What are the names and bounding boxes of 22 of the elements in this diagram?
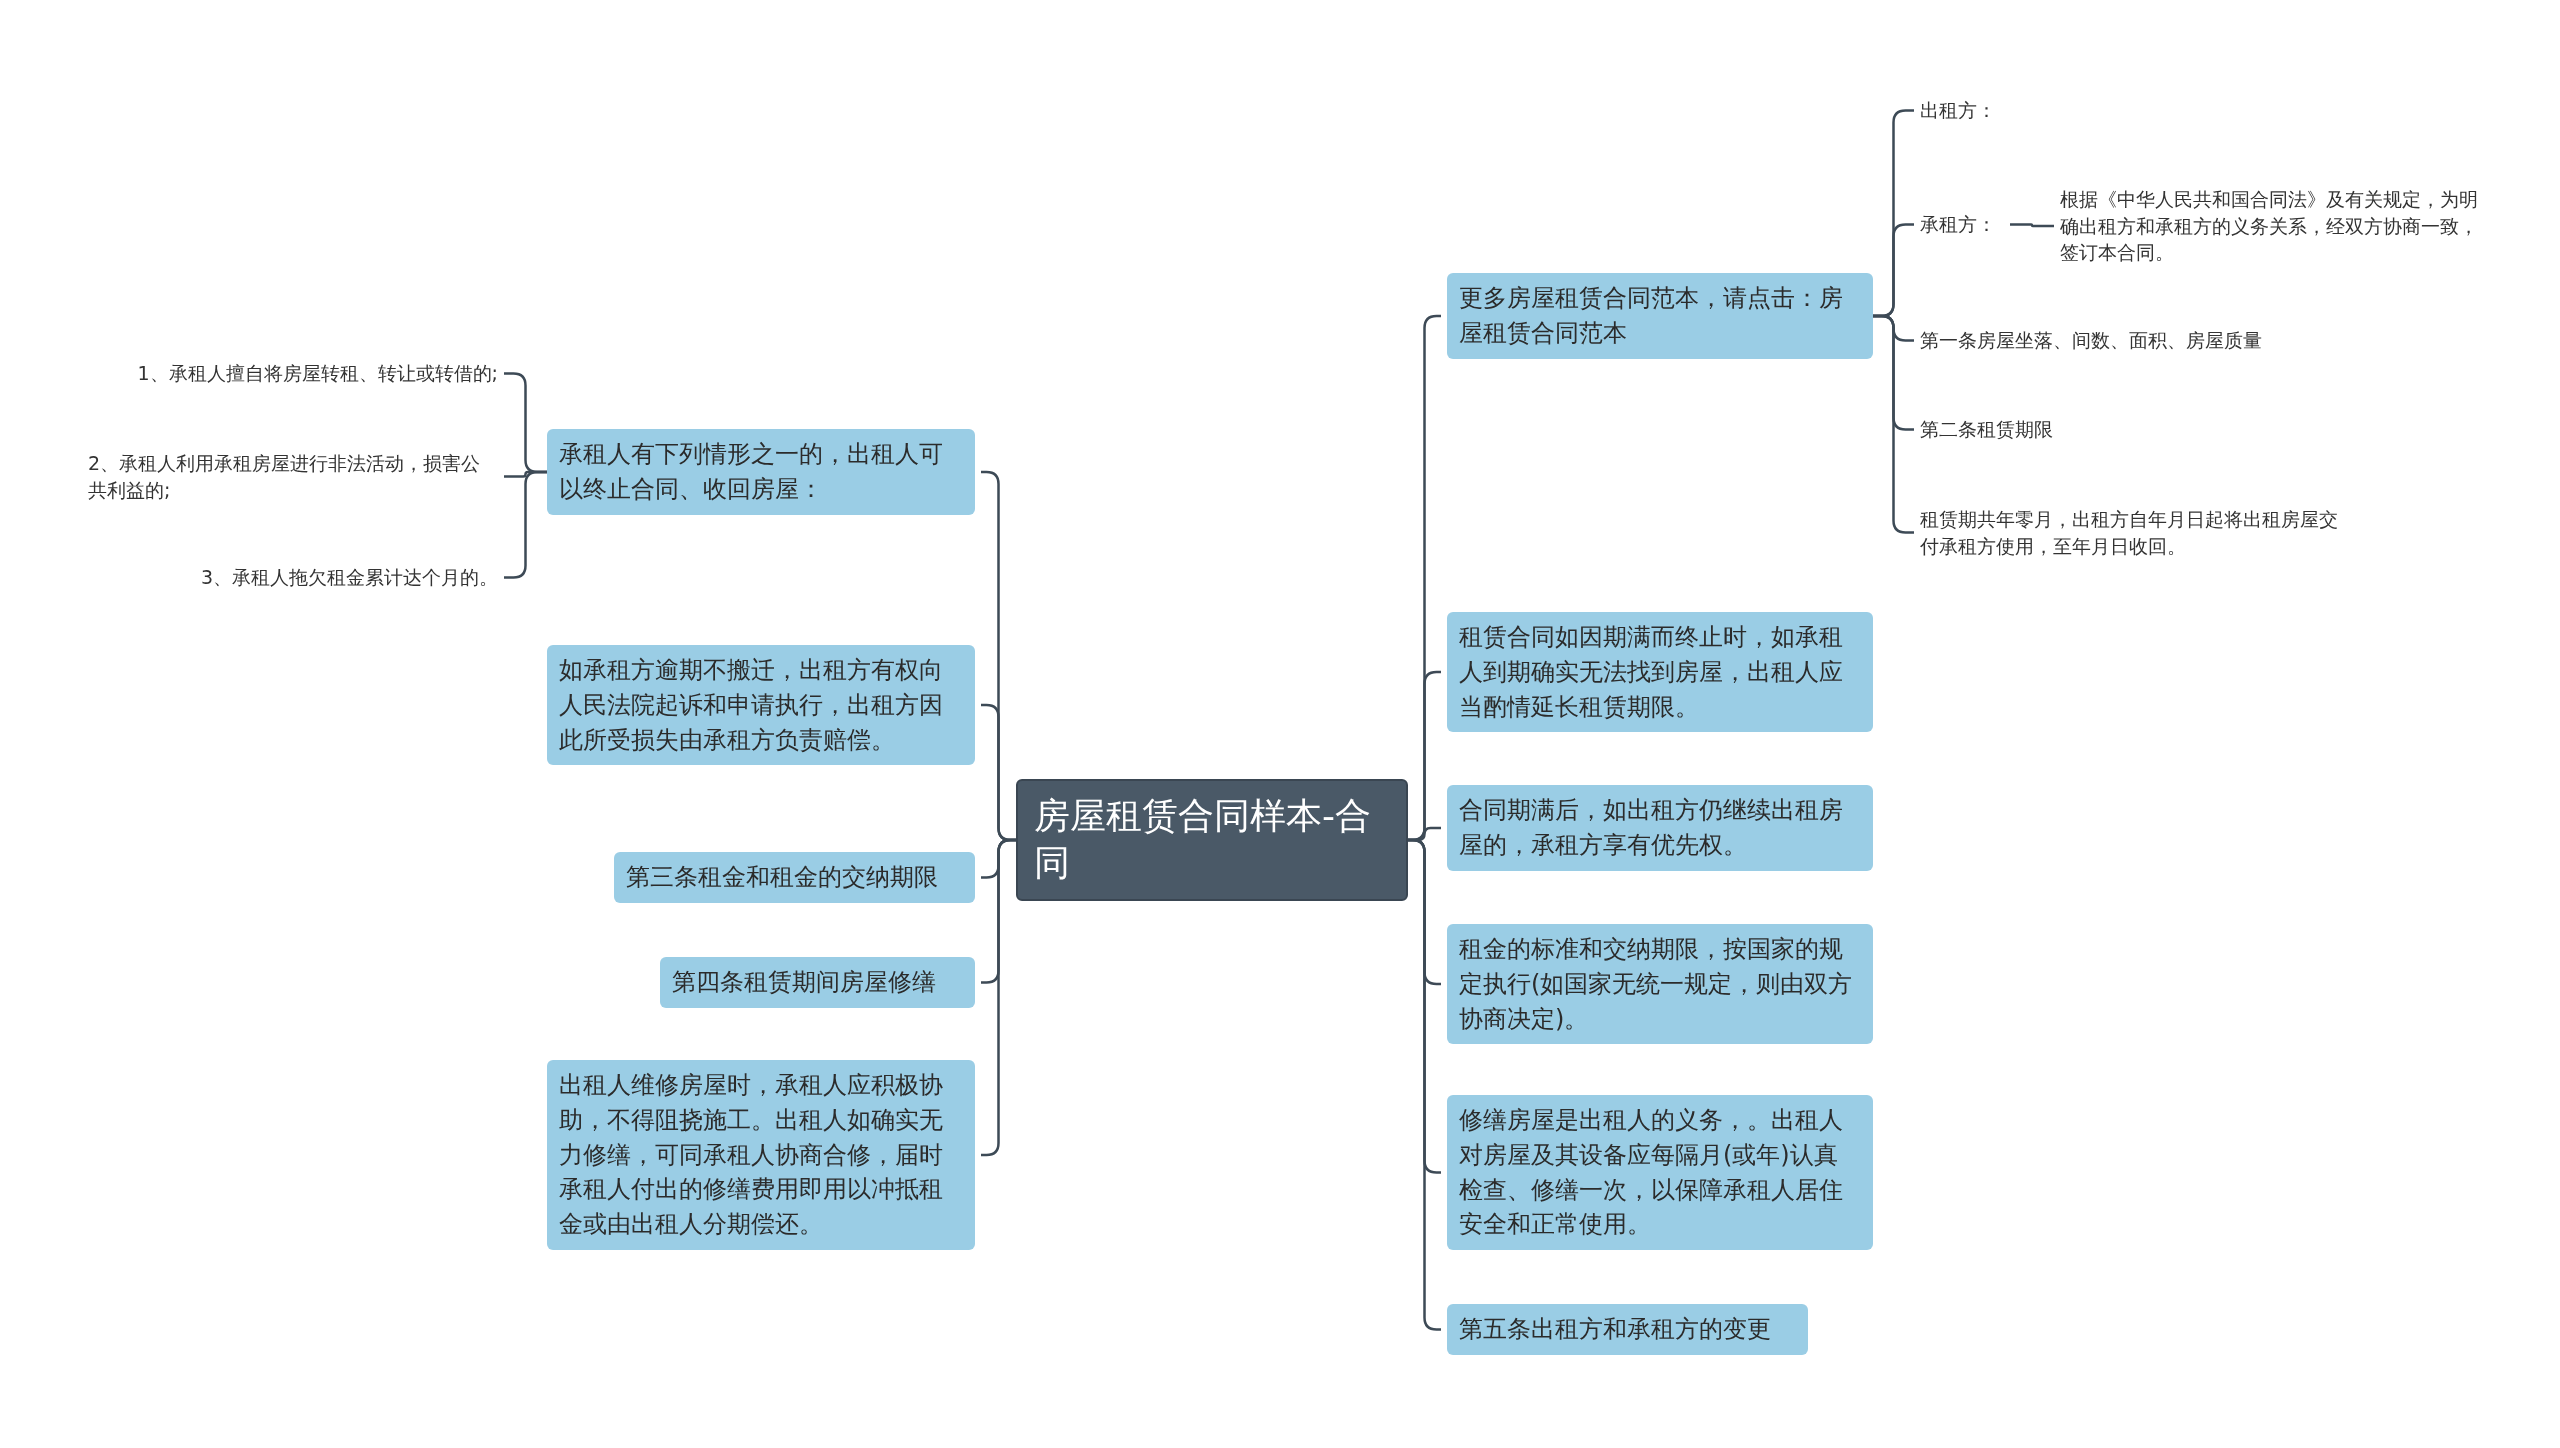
subtopic-text: 出租方： xyxy=(1920,97,2040,124)
topic-box: 出租人维修房屋时，承租人应积极协助，不得阻挠施工。出租人如确实无力修缮，可同承租人协商合修，届时承租人付出的修缮费用即用以冲抵租金或由出租人分期偿还。 xyxy=(547,1060,975,1250)
topic-box: 租金的标准和交纳期限，按国家的规定执行(如国家无统一规定，则由双方协商决定)。 xyxy=(1447,924,1873,1045)
subtopic-text: 2、承租人利用承租房屋进行非法活动，损害公共利益的; xyxy=(88,450,498,504)
central-topic: 房屋租赁合同样本-合同 xyxy=(1016,779,1408,901)
subtopic-text: 根据《中华人民共和国合同法》及有关规定，为明确出租方和承租方的义务关系，经双方协商一致，签订本合同。 xyxy=(2060,186,2480,266)
subtopic-text: 3、承租人拖欠租金累计达个月的。 xyxy=(80,564,498,591)
topic-box: 租赁合同如因期满而终止时，如承租人到期确实无法找到房屋，出租人应当酌情延长租赁期限。 xyxy=(1447,612,1873,733)
subtopic-text: 第二条租赁期限 xyxy=(1920,416,2120,443)
topic-box: 合同期满后，如出租方仍继续出租房屋的，承租方享有优先权。 xyxy=(1447,785,1873,871)
topic-box: 更多房屋租赁合同范本，请点击：房屋租赁合同范本 xyxy=(1447,273,1873,359)
topic-box: 第四条租赁期间房屋修缮 xyxy=(660,957,975,1008)
topic-box: 如承租方逾期不搬迁，出租方有权向人民法院起诉和申请执行，出租方因此所受损失由承租方负责赔偿。 xyxy=(547,645,975,766)
topic-box: 承租人有下列情形之一的，出租人可以终止合同、收回房屋： xyxy=(547,429,975,515)
subtopic-text: 承租方： xyxy=(1920,211,2010,238)
topic-box: 第三条租金和租金的交纳期限 xyxy=(614,852,975,903)
topic-box: 第五条出租方和承租方的变更 xyxy=(1447,1304,1808,1355)
subtopic-text: 1、承租人擅自将房屋转租、转让或转借的; xyxy=(80,360,498,387)
topic-box: 修缮房屋是出租人的义务，。出租人对房屋及其设备应每隔月(或年)认真检查、修缮一次，以保障承租人居住安全和正常使用。 xyxy=(1447,1095,1873,1251)
subtopic-text: 租赁期共年零月，出租方自年月日起将出租房屋交付承租方使用，至年月日收回。 xyxy=(1920,506,2340,560)
subtopic-text: 第一条房屋坐落、间数、面积、房屋质量 xyxy=(1920,327,2320,354)
connector-line xyxy=(2010,223,2054,228)
